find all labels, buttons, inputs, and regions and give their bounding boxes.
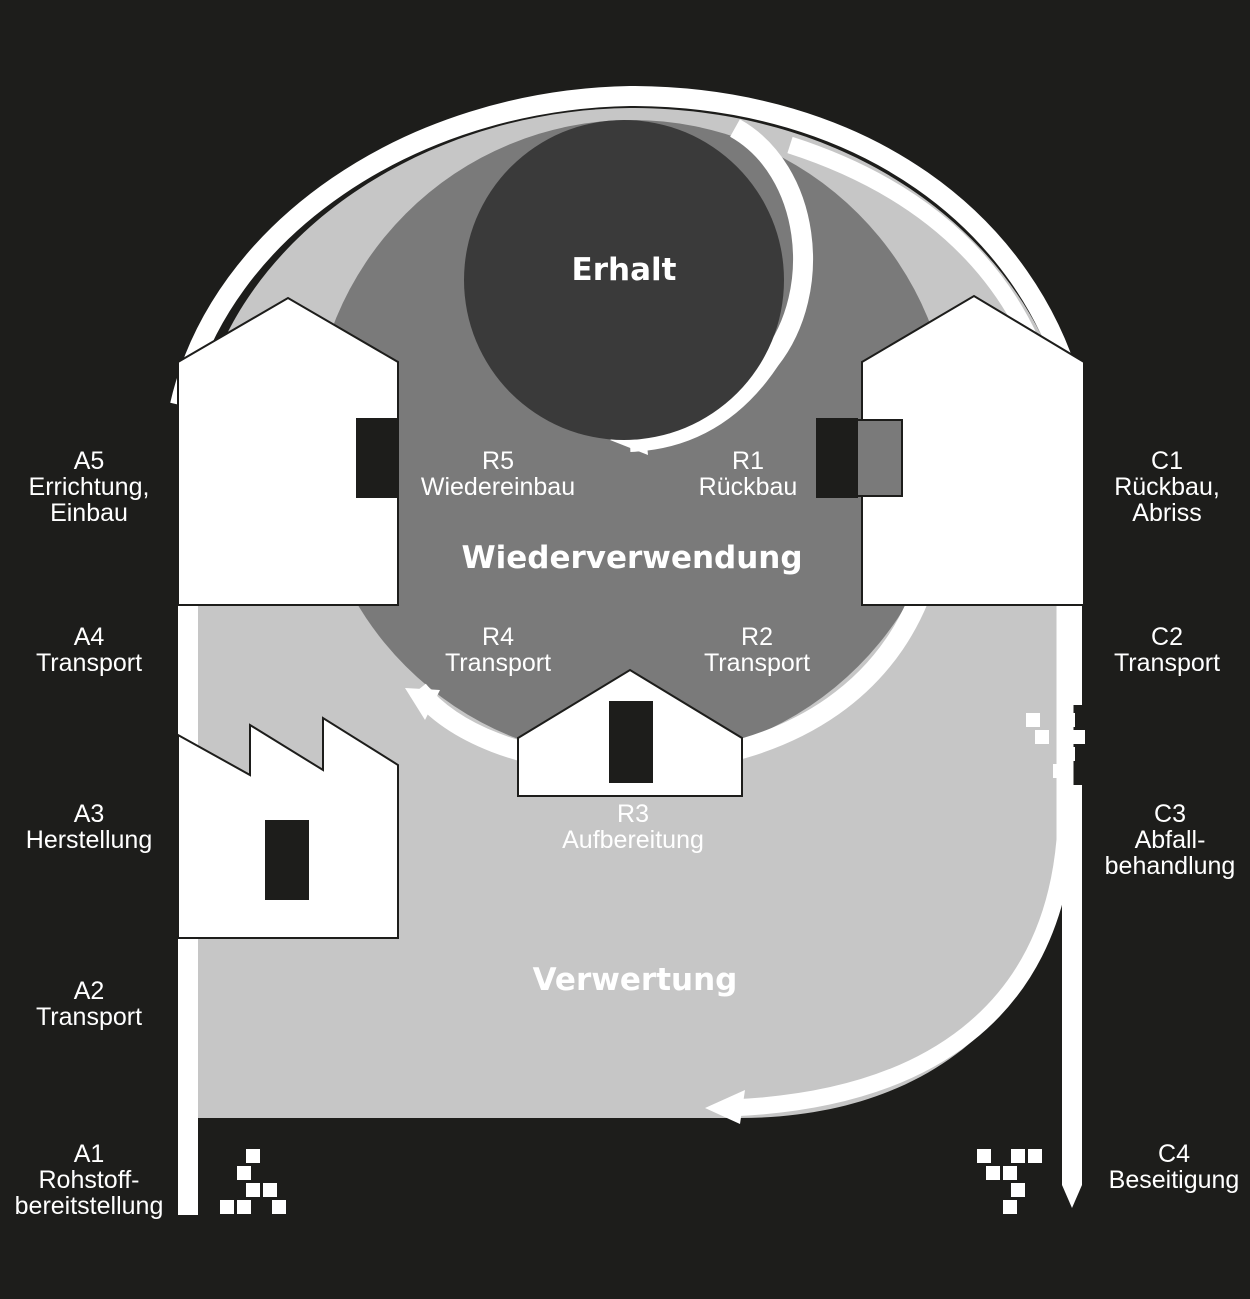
stage-code: A3 bbox=[73, 800, 105, 828]
stage-label-r5: R5 Wiedereinbau bbox=[398, 448, 598, 500]
right-house-door bbox=[816, 418, 858, 498]
stage-label-c3: C3 Abfall- behandlung bbox=[1092, 801, 1248, 879]
stage-label-a4: A4 Transport bbox=[0, 624, 178, 676]
stage-label-c4: C4 Beseitigung bbox=[1098, 1141, 1250, 1193]
stage-label-a3: A3 Herstellung bbox=[0, 801, 178, 853]
stage-code: R5 bbox=[482, 447, 514, 475]
stage-code: C3 bbox=[1154, 800, 1186, 828]
stage-text: Abfall- bbox=[1134, 826, 1206, 854]
stage-text: behandlung bbox=[1104, 852, 1236, 880]
stage-label-a2: A2 Transport bbox=[0, 978, 178, 1030]
erhalt-loop-arc bbox=[629, 119, 813, 452]
stage-label-r1: R1 Rückbau bbox=[668, 448, 828, 500]
verwertung-loop-arrowhead bbox=[705, 1090, 745, 1124]
right-house-icon bbox=[861, 294, 1085, 606]
stage-text: Transport bbox=[35, 649, 143, 677]
stage-label-c2: C2 Transport bbox=[1086, 624, 1248, 676]
stage-label-r4: R4 Transport bbox=[418, 624, 578, 676]
stage-label-r2: R2 Transport bbox=[677, 624, 837, 676]
stage-text: Transport bbox=[444, 649, 552, 677]
zone-label-verwertung: Verwertung bbox=[532, 962, 738, 998]
erhalt-circle bbox=[464, 120, 784, 440]
factory-door bbox=[265, 820, 309, 900]
stage-code: A5 bbox=[73, 447, 105, 475]
stage-text: Rückbau bbox=[698, 473, 798, 501]
right-flow-arrowhead bbox=[1062, 1185, 1082, 1208]
stage-text: Rohstoff- bbox=[38, 1166, 140, 1194]
stage-code: A4 bbox=[73, 623, 105, 651]
stage-code: C1 bbox=[1151, 447, 1183, 475]
stage-text: Transport bbox=[703, 649, 811, 677]
stage-text: Wiedereinbau bbox=[420, 473, 576, 501]
wiederverwendung-ring-arrowhead bbox=[405, 688, 440, 720]
stage-label-c1: C1 Rückbau, Abriss bbox=[1086, 448, 1248, 526]
stage-label-r3: R3 Aufbereitung bbox=[533, 801, 733, 853]
right-house-panel bbox=[855, 419, 903, 497]
left-house-door bbox=[356, 418, 398, 498]
zone-label-erhalt: Erhalt bbox=[571, 252, 677, 288]
stage-code: R3 bbox=[617, 800, 649, 828]
stage-text: Aufbereitung bbox=[562, 826, 704, 854]
stage-text: Beseitigung bbox=[1108, 1166, 1240, 1194]
zone-label-wiederverwendung: Wiederverwendung bbox=[461, 540, 803, 576]
stage-code: A2 bbox=[73, 977, 105, 1005]
stage-code: R2 bbox=[741, 623, 773, 651]
stage-code: C2 bbox=[1151, 623, 1183, 651]
stage-code: R4 bbox=[482, 623, 514, 651]
workshop-door bbox=[609, 701, 653, 783]
outer-arc bbox=[170, 85, 1085, 408]
raw-material-pixels-icon bbox=[220, 1149, 286, 1214]
stage-text: Abriss bbox=[1132, 499, 1202, 527]
stage-text: Transport bbox=[35, 1003, 143, 1031]
stage-text: Errichtung, bbox=[28, 473, 150, 501]
right-flow-line-lower bbox=[1062, 785, 1082, 1185]
stage-text: Transport bbox=[1113, 649, 1221, 677]
stage-text: Einbau bbox=[50, 499, 128, 527]
stage-code: C4 bbox=[1158, 1140, 1190, 1168]
stage-code: R1 bbox=[732, 447, 764, 475]
stage-label-a5: A5 Errichtung, Einbau bbox=[0, 448, 178, 526]
disposal-pixels-icon bbox=[977, 1149, 1042, 1214]
waste-treatment-pixels-icon bbox=[1026, 713, 1085, 778]
right-flow-line-upper bbox=[1062, 600, 1082, 705]
stage-code: A1 bbox=[73, 1140, 105, 1168]
stage-label-a1: A1 Rohstoff- bereitstellung bbox=[0, 1141, 178, 1219]
stage-text: Rückbau, bbox=[1114, 473, 1220, 501]
stage-text: bereitstellung bbox=[14, 1192, 164, 1220]
stage-text: Herstellung bbox=[25, 826, 153, 854]
